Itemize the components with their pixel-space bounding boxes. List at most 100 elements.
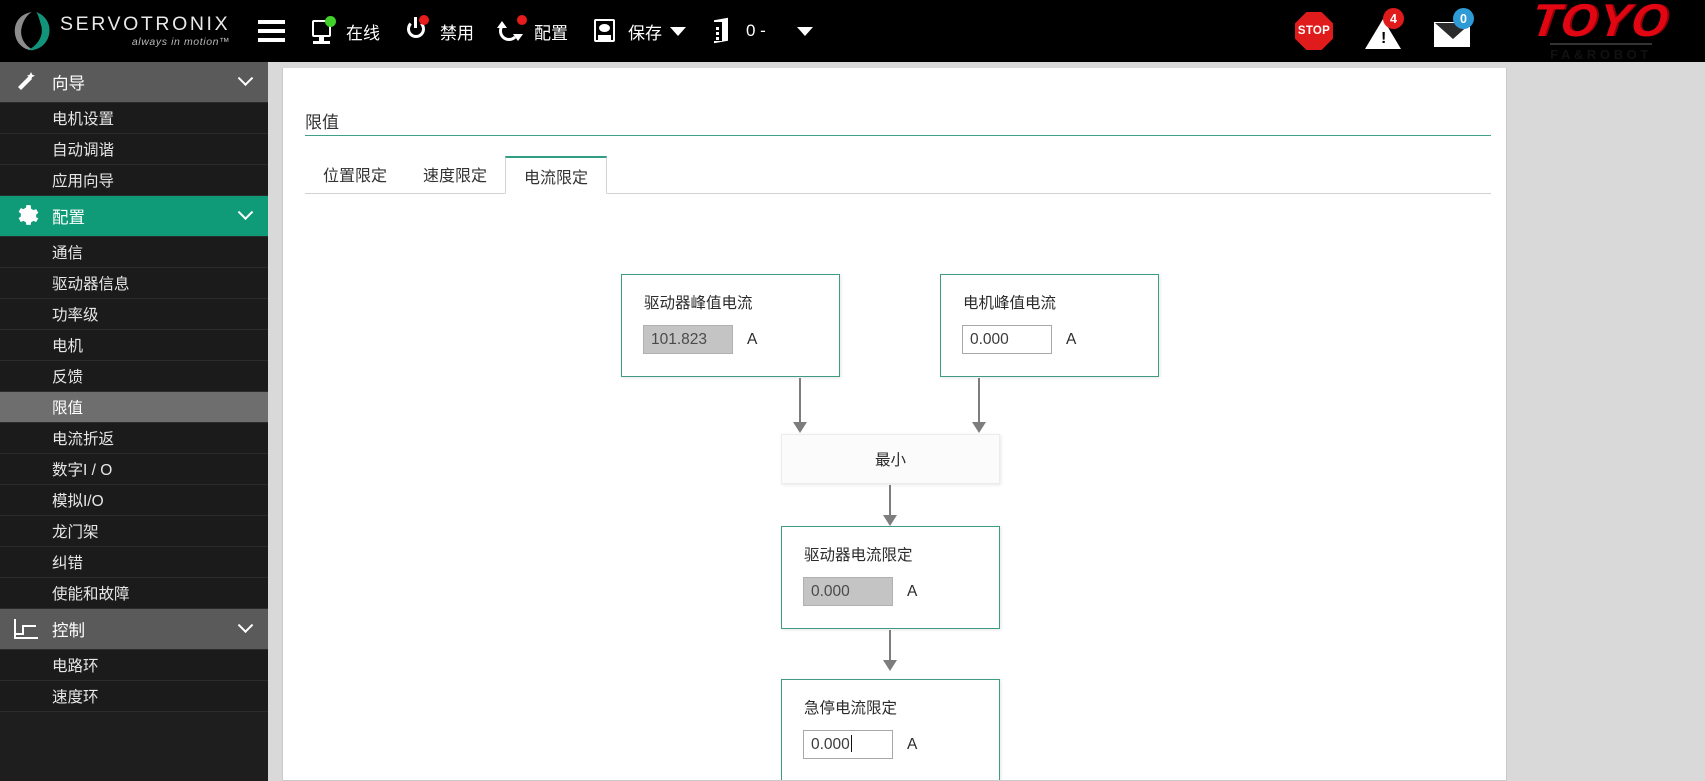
- motor-peak-current-input[interactable]: 0.000: [962, 325, 1052, 354]
- sidebar-item-gantry[interactable]: 龙门架: [0, 516, 268, 547]
- sidebar-item-label: 速度环: [52, 689, 99, 706]
- sidebar-item-current-foldback[interactable]: 电流折返: [0, 423, 268, 454]
- hamburger-bar: [257, 20, 285, 24]
- node-drive-current-limit: 驱动器电流限定 0.000 A: [781, 526, 1000, 629]
- drive-axis-icon: [708, 16, 738, 46]
- sidebar-item-application-wizard[interactable]: 应用向导: [0, 165, 268, 196]
- node-label: 急停电流限定: [804, 700, 898, 717]
- sidebar-navigation: 向导 电机设置 自动调谐 应用向导 配置 通信 驱动器信息 功率级 电机 反馈 …: [0, 62, 268, 781]
- sidebar-group-label: 控制: [52, 622, 85, 640]
- save-floppy-icon: [590, 16, 620, 46]
- tab-bar: 位置限定 速度限定 电流限定: [305, 156, 1491, 194]
- title-divider: [305, 135, 1491, 136]
- tab-current-limits[interactable]: 电流限定: [505, 156, 608, 194]
- toolbar-config-button[interactable]: 配置: [485, 0, 579, 62]
- sidebar-item-error-correction[interactable]: 纠错: [0, 547, 268, 578]
- sidebar-item-auto-tuning[interactable]: 自动调谐: [0, 134, 268, 165]
- toolbar-status-area: STOP ! 4 0 TOYO FA&ROBOT: [1295, 0, 1705, 62]
- sidebar-item-digital-io[interactable]: 数字I / O: [0, 454, 268, 485]
- warning-exclamation-glyph: !: [1381, 30, 1387, 47]
- top-toolbar: SERVOTRONIX always in motion™ 在线 禁用 配置 保…: [0, 0, 1705, 62]
- node-value-row: 0.000 A: [803, 730, 917, 759]
- sidebar-item-motor[interactable]: 电机: [0, 330, 268, 361]
- arrow-motor-peak-to-min: [972, 378, 986, 433]
- axis-selector[interactable]: 0 -: [697, 0, 777, 62]
- hamburger-menu-icon[interactable]: [245, 0, 297, 62]
- tab-label: 速度限定: [423, 168, 488, 185]
- sidebar-item-label: 电机: [52, 338, 84, 355]
- node-label: 电机峰值电流: [963, 295, 1057, 312]
- toolbar-save-label: 保存: [628, 23, 662, 43]
- sidebar-item-label: 模拟I/O: [52, 493, 104, 510]
- estop-current-limit-value: 0.000: [811, 736, 850, 753]
- brand-tagline: always in motion™: [131, 36, 231, 48]
- gear-icon: [0, 196, 52, 237]
- warning-count-badge: 4: [1383, 8, 1404, 29]
- sidebar-item-velocity-loop[interactable]: 速度环: [0, 681, 268, 712]
- axis-dropdown-button[interactable]: [777, 0, 824, 62]
- sidebar-group-control[interactable]: 控制: [0, 609, 268, 650]
- tab-velocity-limits[interactable]: 速度限定: [405, 155, 505, 193]
- chevron-down-icon[interactable]: [222, 69, 268, 88]
- sidebar-group-wizard[interactable]: 向导: [0, 62, 268, 103]
- tab-position-limits[interactable]: 位置限定: [305, 155, 405, 193]
- toyo-logo-subtitle: FA&ROBOT: [1550, 43, 1652, 62]
- axis-selector-value: 0 -: [746, 21, 766, 40]
- toyo-partner-logo: TOYO FA&ROBOT: [1503, 0, 1699, 62]
- hamburger-bar: [257, 29, 285, 33]
- drive-current-limit-unit: A: [907, 582, 918, 600]
- sidebar-item-current-loop[interactable]: 电路环: [0, 650, 268, 681]
- sidebar-item-power-stage[interactable]: 功率级: [0, 299, 268, 330]
- sidebar-item-analog-io[interactable]: 模拟I/O: [0, 485, 268, 516]
- toolbar-online-button[interactable]: 在线: [297, 0, 391, 62]
- sidebar-item-motor-setup[interactable]: 电机设置: [0, 103, 268, 134]
- chart-control-icon: [0, 609, 52, 650]
- message-count-badge: 0: [1453, 8, 1474, 29]
- sidebar-item-label: 龙门架: [52, 524, 99, 541]
- node-motor-peak-current: 电机峰值电流 0.000 A: [940, 274, 1159, 377]
- wand-icon: [0, 62, 52, 103]
- chevron-down-icon[interactable]: [222, 203, 268, 222]
- sidebar-item-limits[interactable]: 限值: [0, 392, 268, 423]
- sidebar-item-label: 自动调谐: [52, 142, 115, 159]
- tab-label: 电流限定: [524, 169, 589, 187]
- current-limits-flow-diagram: 驱动器峰值电流 101.823 A 电机峰值电流 0.000 A 最小: [283, 194, 1506, 780]
- drive-current-limit-input: 0.000: [803, 577, 893, 606]
- sidebar-item-communication[interactable]: 通信: [0, 237, 268, 268]
- servotronix-mark-icon: [10, 10, 54, 52]
- brand-name: SERVOTRONIX: [60, 12, 231, 35]
- warnings-indicator[interactable]: ! 4: [1363, 8, 1404, 51]
- page-title: 限值: [305, 113, 339, 132]
- sidebar-item-label: 限值: [52, 400, 84, 417]
- sidebar-group-label: 向导: [52, 75, 85, 93]
- sidebar-item-drive-info[interactable]: 驱动器信息: [0, 268, 268, 299]
- motor-peak-current-unit: A: [1066, 330, 1077, 348]
- brand-logo: SERVOTRONIX always in motion™: [0, 0, 245, 62]
- power-disable-icon: [402, 15, 432, 46]
- chevron-down-icon[interactable]: [222, 616, 268, 635]
- limits-panel: 限值 位置限定 速度限定 电流限定 驱动器峰值电流 101.823 A: [282, 68, 1507, 781]
- sidebar-item-feedback[interactable]: 反馈: [0, 361, 268, 392]
- main-content-area: 限值 位置限定 速度限定 电流限定 驱动器峰值电流 101.823 A: [268, 62, 1705, 781]
- sidebar-item-label: 纠错: [52, 555, 84, 572]
- axis-chevron-down-icon[interactable]: [796, 26, 813, 36]
- estop-current-limit-input[interactable]: 0.000: [803, 730, 893, 759]
- toolbar-disable-label: 禁用: [440, 23, 474, 43]
- min-label: 最小: [874, 452, 906, 469]
- stop-button[interactable]: STOP: [1295, 12, 1333, 50]
- toolbar-save-button[interactable]: 保存: [579, 0, 697, 62]
- toolbar-config-label: 配置: [534, 23, 568, 43]
- drive-peak-current-unit: A: [747, 330, 758, 348]
- node-min-operator: 最小: [781, 434, 1000, 484]
- node-drive-peak-current: 驱动器峰值电流 101.823 A: [621, 274, 840, 377]
- sidebar-item-label: 驱动器信息: [52, 276, 130, 293]
- hamburger-bar: [257, 38, 285, 42]
- messages-indicator[interactable]: 0: [1433, 8, 1474, 51]
- save-chevron-down-icon[interactable]: [670, 26, 686, 36]
- sidebar-group-configuration[interactable]: 配置: [0, 196, 268, 237]
- toolbar-disable-button[interactable]: 禁用: [391, 0, 485, 62]
- arrow-drive-limit-to-estop-limit: [883, 630, 897, 671]
- sidebar-item-enable-and-fault[interactable]: 使能和故障: [0, 578, 268, 609]
- sidebar-item-label: 数字I / O: [52, 462, 113, 479]
- node-estop-current-limit: 急停电流限定 0.000 A: [781, 679, 1000, 780]
